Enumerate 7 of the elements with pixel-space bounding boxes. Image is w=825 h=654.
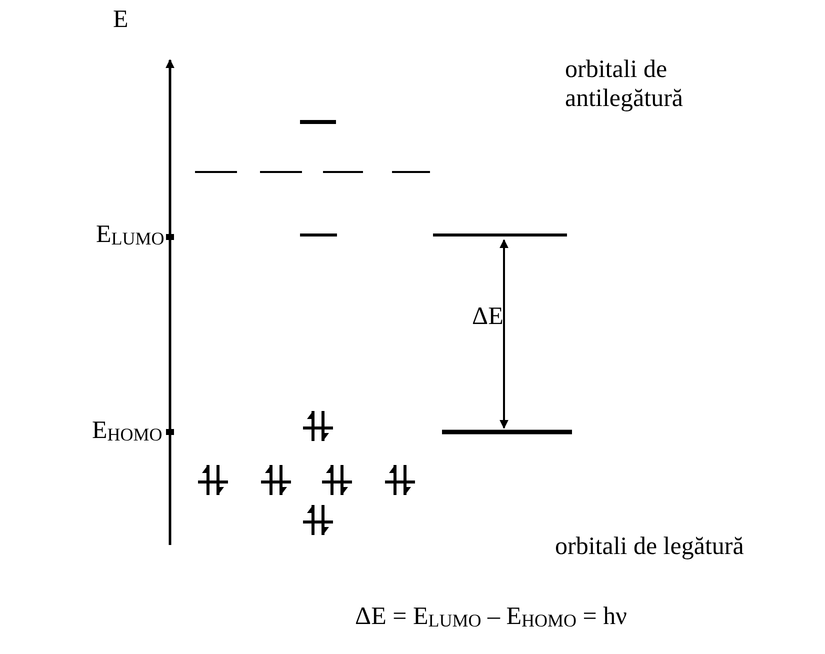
energy-label: orbitali de antilegătură [565,56,684,114]
energy-label: E$_{LUMO}$ [96,221,164,250]
energy-label: E$_{HOMO}$ [92,417,162,446]
axis-label: E [113,6,128,35]
equation-text: ΔE = E$_{LUMO}$ – E$_{HOMO}$ = hν [355,603,627,632]
energy-label: ΔE [472,303,504,332]
energy-label: orbitali de legătură [555,533,744,562]
